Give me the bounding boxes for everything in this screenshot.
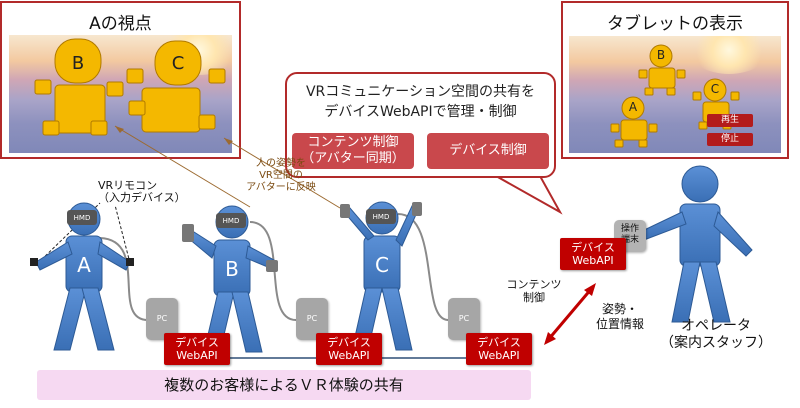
operator-label-2: （案内スタッフ） [660, 335, 772, 351]
webapi-op-line2: WebAPI [572, 254, 614, 267]
terminal-line-2: 端末 [620, 235, 639, 245]
content-control-note: コンテンツ 制御 [504, 278, 564, 304]
content-note-1: コンテンツ [506, 278, 562, 291]
webapi-box-operator: デバイス WebAPI [560, 238, 626, 270]
pose-note-1: 姿勢・ [601, 302, 638, 316]
remote-label: VRリモコン （入力デバイス） [98, 180, 188, 204]
webapi-box-a: デバイス WebAPI [164, 333, 230, 365]
webapi-callout: VRコミュニケーション空間の共有を デバイスWebAPIで管理・制御 コンテンツ… [285, 72, 556, 178]
person-b-label: B [225, 257, 239, 281]
person-c-label: C [375, 253, 389, 277]
hmd-b [216, 213, 246, 228]
pose-sync-label: 人の姿勢を VR空間の アバターに反映 [236, 158, 326, 194]
panel-tablet-view: タブレットの表示 [561, 1, 789, 159]
remote-label-1: VRリモコン [98, 179, 158, 192]
person-a-label: A [77, 253, 91, 277]
content-note-2: 制御 [523, 291, 545, 304]
person-a [35, 202, 131, 351]
pose-sync-1: 人の姿勢を [256, 158, 306, 169]
webapi-a-line1: デバイス [175, 336, 219, 349]
shared-experience-label: 複数のお客様によるＶＲ体験の共有 [164, 376, 404, 394]
pose-sync-2: VR空間の [259, 170, 303, 181]
stop-button[interactable]: 停止 [707, 133, 753, 146]
avatar-b-label: B [71, 53, 85, 74]
content-control-label: コンテンツ制御 [307, 135, 399, 150]
panel-tablet-scene: B A C 再生 停止 [569, 36, 781, 153]
content-control-box: コンテンツ制御 （アバター同期） [292, 133, 414, 169]
webapi-b-line2: WebAPI [328, 349, 370, 362]
hmd-c [366, 209, 396, 224]
play-button[interactable]: 再生 [707, 114, 753, 127]
pc-b: PC [296, 298, 328, 340]
pose-sync-3: アバターに反映 [246, 182, 316, 193]
device-control-label: デバイス制御 [449, 143, 527, 158]
tablet-avatar-a-label: A [628, 100, 638, 114]
webapi-box-c: デバイス WebAPI [466, 333, 532, 365]
pose-position-note: 姿勢・ 位置情報 [586, 302, 654, 332]
terminal-line-1: 操作 [620, 224, 639, 234]
panel-a-scene: B C [9, 35, 232, 153]
pc-a-label: PC [156, 314, 168, 323]
avatar-c [126, 40, 226, 133]
content-control-sub: （アバター同期） [301, 151, 405, 166]
panel-tablet-title: タブレットの表示 [607, 14, 743, 34]
pose-note-2: 位置情報 [595, 317, 644, 331]
shared-experience-bar: 複数のお客様によるＶＲ体験の共有 [37, 370, 531, 400]
tablet-avatar-a [610, 96, 658, 148]
person-b [187, 205, 275, 353]
avatar-c-label: C [171, 53, 185, 74]
hmd-a-label: HMD [73, 214, 91, 222]
tablet-avatar-b [638, 44, 686, 96]
pc-b-label: PC [306, 314, 318, 323]
webapi-b-line1: デバイス [327, 336, 371, 349]
tablet-avatar-b-label: B [656, 48, 666, 62]
callout-line-1: VRコミュニケーション空間の共有を [305, 84, 536, 100]
webapi-box-b: デバイス WebAPI [316, 333, 382, 365]
callout-line-2: デバイスWebAPIで管理・制御 [324, 104, 517, 120]
panel-a-view: Aの視点 B C [0, 1, 241, 159]
operator-figure [639, 165, 753, 323]
panel-a-title: Aの視点 [89, 14, 152, 34]
operator-label-1: オペレータ [681, 318, 751, 334]
pc-c-label: PC [458, 314, 470, 323]
avatar-b [34, 38, 124, 136]
operator-label: オペレータ （案内スタッフ） [656, 318, 776, 352]
hmd-c-label: HMD [372, 213, 390, 221]
hmd-a [67, 210, 97, 225]
hmd-b-label: HMD [222, 217, 240, 225]
webapi-op-line1: デバイス [571, 241, 615, 254]
webapi-c-line1: デバイス [477, 336, 521, 349]
remote-label-2: （入力デバイス） [98, 191, 186, 204]
device-control-box: デバイス制御 [427, 133, 549, 169]
webapi-c-line2: WebAPI [478, 349, 520, 362]
tablet-avatar-c-label: C [710, 82, 720, 96]
webapi-a-line2: WebAPI [176, 349, 218, 362]
